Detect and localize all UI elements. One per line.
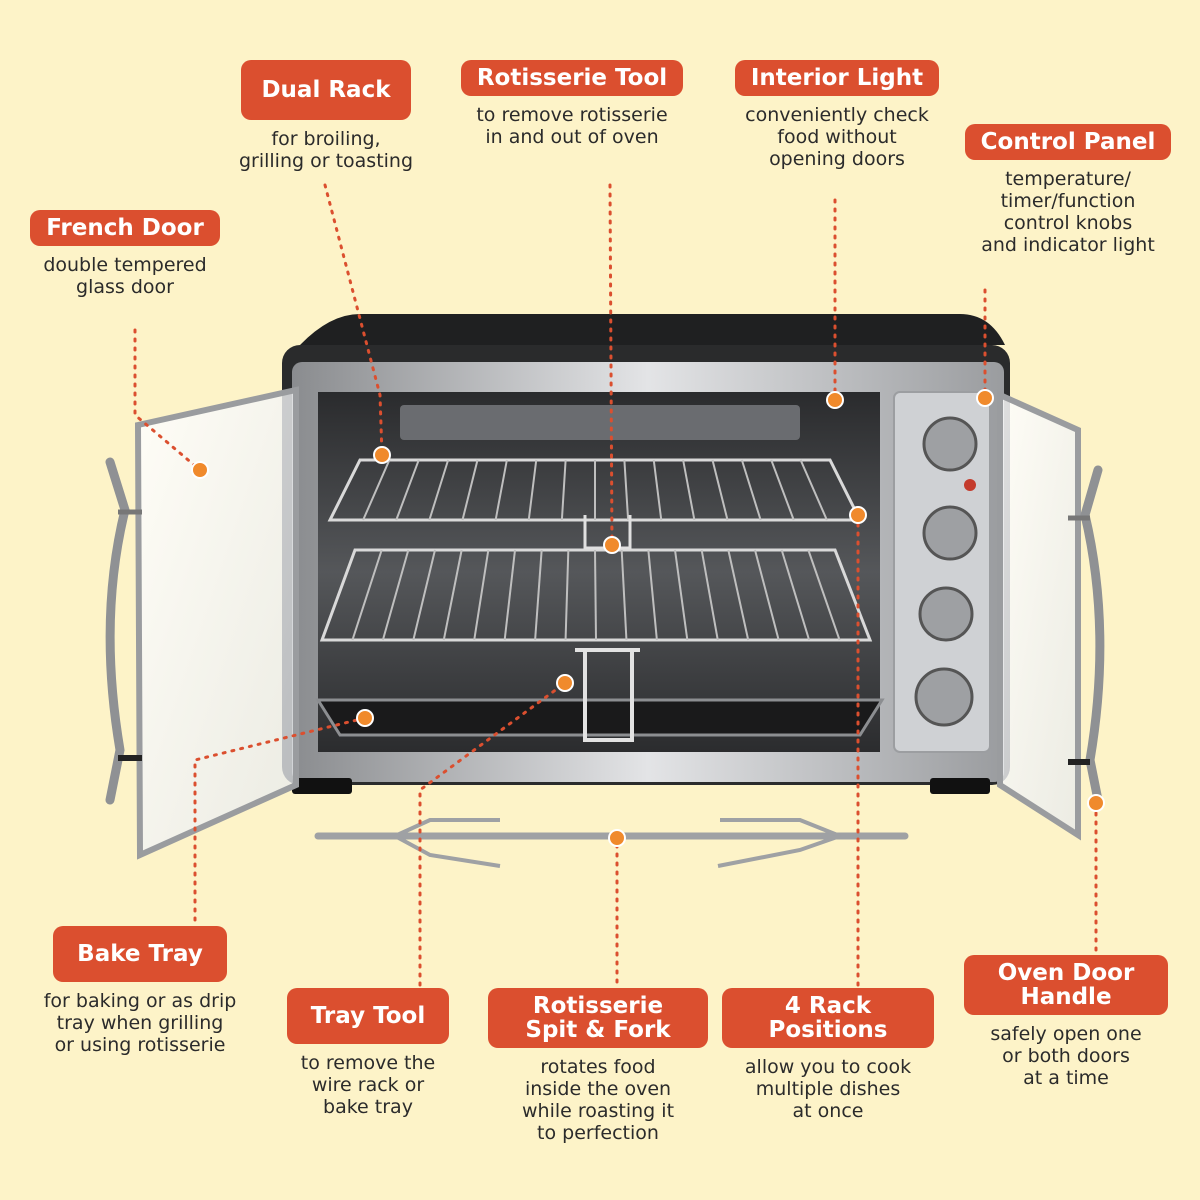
- feature-rack-positions: 4 Rack Positions allow you to cook multi…: [722, 988, 934, 1122]
- rack-rod: [674, 549, 689, 641]
- leader-rotisserie-tool: [608, 183, 614, 547]
- feature-bake-tray: Bake Tray for baking or as drip tray whe…: [20, 926, 260, 1056]
- rack-rod: [652, 459, 663, 521]
- rack-rod: [428, 459, 450, 521]
- function-knob: [922, 505, 978, 561]
- leader-door-handle-dot: [1087, 794, 1105, 812]
- rack-rod: [503, 549, 516, 641]
- leader-interior-light-dot: [826, 391, 844, 409]
- leader-bake-tray: [193, 716, 367, 922]
- feature-tray-tool: Tray Tool to remove the wire rack or bak…: [278, 988, 458, 1118]
- leader-dual-rack-dot: [373, 446, 391, 464]
- desc-interior-light: conveniently check food without opening …: [745, 104, 929, 170]
- leader-rotisserie-tool-dot: [603, 536, 621, 554]
- desc-dual-rack: for broiling, grilling or toasting: [238, 128, 414, 172]
- rack-rod: [682, 459, 696, 521]
- rack-rod: [534, 549, 543, 641]
- desc-rack-positions: allow you to cook multiple dishes at onc…: [744, 1056, 912, 1122]
- rack-rod: [442, 549, 463, 641]
- rack-rod: [799, 459, 828, 521]
- bake-tray-shape: [315, 698, 885, 737]
- rack-rod: [461, 459, 479, 521]
- leader-rack-positions-dot: [849, 506, 867, 524]
- rack-rod: [473, 549, 490, 641]
- rack-rod: [770, 459, 795, 521]
- rack-rod: [620, 549, 628, 641]
- rack-rod: [560, 459, 567, 521]
- rack-rod: [647, 549, 658, 641]
- oven-top: [300, 314, 1005, 345]
- rack-rod: [807, 549, 841, 641]
- rack-rod: [527, 459, 538, 521]
- wire-rack-upper: [327, 458, 863, 522]
- rack-rod: [564, 549, 570, 641]
- desc-control-panel: temperature/ timer/function control knob…: [981, 168, 1155, 256]
- feature-french-door: French Door double tempered glass door: [20, 210, 230, 298]
- badge-rotisserie-spit: Rotisserie Spit & Fork: [488, 988, 708, 1048]
- cavity-back: [400, 405, 800, 440]
- desc-tray-tool: to remove the wire rack or bake tray: [300, 1052, 436, 1118]
- badge-dual-rack: Dual Rack: [241, 60, 411, 120]
- feature-rotisserie-spit: Rotisserie Spit & Fork rotates food insi…: [488, 988, 708, 1144]
- badge-interior-light: Interior Light: [734, 60, 940, 96]
- rack-rod: [594, 549, 597, 641]
- desc-french-door: double tempered glass door: [43, 254, 207, 298]
- rack-rod: [381, 549, 410, 641]
- desc-rotisserie-tool: to remove rotisserie in and out of oven: [476, 104, 668, 148]
- leader-french-door-dot: [191, 461, 209, 479]
- badge-tray-tool: Tray Tool: [286, 988, 450, 1044]
- leader-control-panel-dot: [976, 389, 994, 407]
- oven-body: [282, 314, 1010, 794]
- oven-foot-left: [292, 778, 352, 794]
- rack-rod: [700, 549, 719, 641]
- rack-rod: [351, 549, 383, 641]
- leader-dual-rack: [323, 183, 384, 457]
- oven-foot-right: [930, 778, 990, 794]
- feature-door-handle: Oven Door Handle safely open one or both…: [964, 955, 1168, 1089]
- leader-lines: [133, 183, 1105, 987]
- rack-rod: [412, 549, 436, 641]
- desc-rotisserie-spit: rotates food inside the oven while roast…: [521, 1056, 675, 1144]
- badge-rack-positions: 4 Rack Positions: [722, 988, 934, 1048]
- control-panel-shape: [893, 391, 991, 753]
- leader-tray-tool-dot: [556, 674, 574, 692]
- badge-bake-tray: Bake Tray: [53, 926, 227, 982]
- rack-rod: [711, 459, 729, 521]
- feature-dual-rack: Dual Rack for broiling, grilling or toas…: [218, 60, 434, 172]
- lower-rack-rods: [351, 549, 841, 641]
- rack-rod: [395, 459, 420, 521]
- left-glass-door: [105, 386, 299, 860]
- rack-rod: [362, 459, 391, 521]
- upper-rack-rods: [362, 459, 828, 521]
- leader-rotisserie-spit-dot: [608, 829, 626, 847]
- leader-tray-tool: [418, 681, 567, 987]
- feature-rotisserie-tool: Rotisserie Tool to remove rotisserie in …: [459, 60, 685, 148]
- rotisserie-knob: [914, 667, 974, 727]
- rack-rod: [780, 549, 811, 641]
- timer-knob: [918, 586, 974, 642]
- feature-interior-light: Interior Light conveniently check food w…: [722, 60, 952, 170]
- leader-french-door: [133, 328, 202, 472]
- rack-rod: [623, 459, 630, 521]
- rack-rod: [494, 459, 508, 521]
- right-glass-door: [997, 390, 1105, 841]
- desc-bake-tray: for baking or as drip tray when grilling…: [43, 990, 237, 1056]
- badge-door-handle: Oven Door Handle: [964, 955, 1168, 1015]
- tray-tool-shape: [575, 648, 640, 742]
- rack-rod: [740, 459, 762, 521]
- rack-rod: [754, 549, 780, 641]
- oven-cavity: [318, 392, 880, 752]
- temperature-knob: [922, 416, 978, 472]
- rack-rod: [727, 549, 750, 641]
- badge-french-door: French Door: [30, 210, 220, 246]
- badge-control-panel: Control Panel: [964, 124, 1172, 160]
- desc-door-handle: safely open one or both doors at a time: [990, 1023, 1142, 1089]
- indicator-light: [964, 479, 976, 491]
- badge-rotisserie-tool: Rotisserie Tool: [460, 60, 684, 96]
- leader-bake-tray-dot: [356, 709, 374, 727]
- feature-control-panel: Control Panel temperature/ timer/functio…: [958, 124, 1178, 256]
